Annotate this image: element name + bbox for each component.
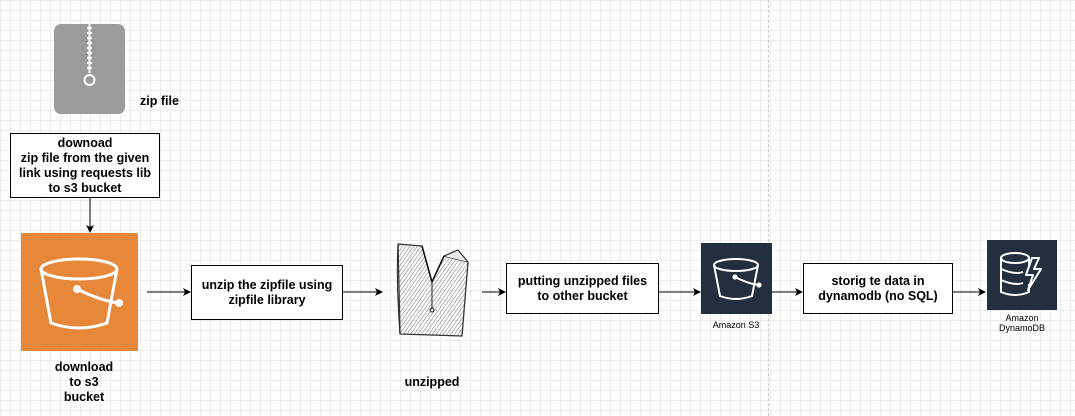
s3-bucket-source-label: download to s3 bucket (54, 360, 114, 404)
zip-file-label: zip file (140, 94, 179, 108)
amazon-dynamodb-label: Amazon DynamoDB (998, 313, 1045, 333)
put-step-box: putting unzipped files to other bucket (506, 263, 659, 314)
zip-file-icon (54, 24, 125, 114)
amazon-dynamodb-icon (987, 240, 1057, 310)
amazon-s3-icon (701, 243, 772, 314)
download-step-box: downoad zip file from the given link usi… (10, 133, 160, 198)
dashed-divider (768, 0, 769, 416)
opened-zip-sketch-icon (396, 243, 469, 337)
unzip-step-box: unzip the zipfile using zipfile library (191, 265, 343, 320)
unzipped-label: unzipped (404, 375, 460, 389)
store-step-box: storig te data in dynamodb (no SQL) (803, 263, 953, 314)
amazon-s3-label: Amazon S3 (712, 320, 760, 330)
s3-bucket-icon (21, 233, 138, 351)
